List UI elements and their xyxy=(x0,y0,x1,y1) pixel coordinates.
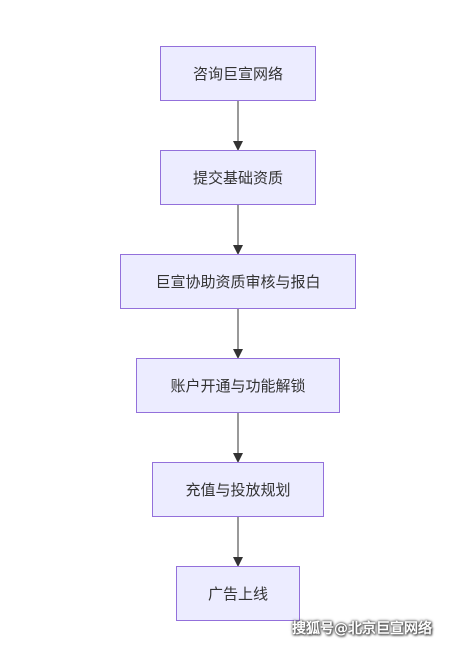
step-review-whitelist-node: 巨宣协助资质审核与报白 xyxy=(120,254,356,309)
step-recharge-plan-label: 充值与投放规划 xyxy=(185,481,291,499)
step-submit-qualification-node: 提交基础资质 xyxy=(160,150,316,205)
step-ad-launch-node: 广告上线 xyxy=(176,566,300,621)
step-account-open-label: 账户开通与功能解锁 xyxy=(170,377,306,395)
step-ad-launch-label: 广告上线 xyxy=(207,585,268,603)
step-consult-label: 咨询巨宣网络 xyxy=(192,65,283,83)
step-recharge-plan-node: 充值与投放规划 xyxy=(152,462,324,517)
step-consult-node: 咨询巨宣网络 xyxy=(160,46,316,101)
step-review-whitelist-label: 巨宣协助资质审核与报白 xyxy=(155,273,321,291)
step-submit-qualification-label: 提交基础资质 xyxy=(192,169,283,187)
step-account-open-node: 账户开通与功能解锁 xyxy=(136,358,340,413)
watermark-text: 搜狐号@北京巨宣网络 xyxy=(292,621,432,637)
